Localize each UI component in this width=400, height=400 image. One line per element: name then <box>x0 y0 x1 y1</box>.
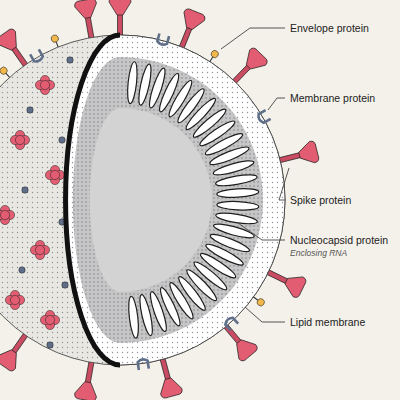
leader-line <box>221 28 285 49</box>
spike-head <box>179 8 206 33</box>
membrane-protein-shape <box>30 49 44 63</box>
nucleocapsid-coil <box>217 188 259 199</box>
leader-line <box>279 168 289 200</box>
spike-lobe <box>50 170 59 179</box>
membrane-protein <box>257 110 271 124</box>
membrane-protein-top-view <box>67 57 73 63</box>
spike-head <box>0 345 23 372</box>
part-label: Membrane protein <box>290 92 375 104</box>
envelope-head <box>50 34 59 43</box>
capsid-region <box>73 57 263 343</box>
membrane-protein <box>30 49 44 63</box>
part-label: Envelope protein <box>290 22 369 34</box>
spike-top-view <box>0 205 15 224</box>
spike-head <box>241 46 269 74</box>
spike-top-view <box>5 290 24 309</box>
spike-lobe <box>15 135 24 144</box>
spike-lobe <box>0 210 9 219</box>
nucleocapsid-coil <box>137 294 154 337</box>
envelope-protein <box>251 294 265 307</box>
spike-head <box>230 335 259 363</box>
inner-core <box>90 108 212 292</box>
membrane-protein-top-view <box>22 187 28 193</box>
spike-lobe <box>35 245 44 254</box>
nucleocapsid-coil <box>126 61 139 104</box>
spike-lobe <box>40 80 49 89</box>
envelope-protein <box>0 66 12 80</box>
spike-head <box>281 271 307 299</box>
section-outline <box>120 35 285 365</box>
spike-top-view <box>35 75 54 94</box>
nucleocapsid-coil <box>127 296 140 339</box>
membrane-protein-shape <box>224 316 238 330</box>
spike-top-view <box>10 130 29 149</box>
envelope-stalk <box>210 57 213 62</box>
membrane-protein-top-view <box>19 267 25 273</box>
spike-head <box>297 140 320 166</box>
lipid-membrane-section <box>66 35 285 365</box>
nucleocapsid-coil <box>215 211 258 226</box>
spike-top-view <box>45 165 64 184</box>
membrane-protein-top-view <box>27 107 33 113</box>
membrane-protein-top-view <box>62 282 68 288</box>
spike-head <box>0 27 23 54</box>
spike-head <box>74 380 99 400</box>
surface-texture <box>0 35 285 365</box>
membrane-protein-top-view <box>59 137 65 143</box>
leader-line <box>268 98 285 110</box>
envelope-head <box>210 49 220 59</box>
part-label: Spike protein <box>290 194 351 206</box>
envelope-head <box>0 66 9 76</box>
part-sublabel: Enclosing RNA <box>290 249 347 259</box>
part-label: Nucleocapsid protein <box>290 234 388 246</box>
membrane-protein <box>224 316 238 330</box>
capsid-texture <box>73 57 263 343</box>
part-label: Lipid membrane <box>290 316 365 328</box>
membrane-protein <box>157 34 169 46</box>
nucleocapsid-coil <box>215 173 258 188</box>
spike-top-view <box>40 310 59 329</box>
lipid-membrane-texture <box>66 35 285 365</box>
spike-head <box>109 0 131 15</box>
membrane-protein-top-view <box>47 342 53 348</box>
cut-edge <box>66 35 120 365</box>
nucleocapsid-coil <box>217 201 259 211</box>
leader-line <box>245 307 285 322</box>
membrane-protein-shape <box>137 359 148 370</box>
spike-head <box>157 376 183 399</box>
spike-top-view <box>30 240 49 259</box>
membrane-protein-shape <box>157 34 169 46</box>
envelope-head <box>256 297 266 307</box>
spike-lobe <box>10 295 19 304</box>
spike-lobe <box>45 315 54 324</box>
leader-line <box>238 223 285 240</box>
virus-surface <box>0 35 285 365</box>
spike-head <box>74 0 99 20</box>
membrane-protein <box>137 359 148 370</box>
envelope-protein <box>50 34 61 48</box>
envelope-protein <box>207 49 220 63</box>
membrane-protein-shape <box>257 110 271 124</box>
